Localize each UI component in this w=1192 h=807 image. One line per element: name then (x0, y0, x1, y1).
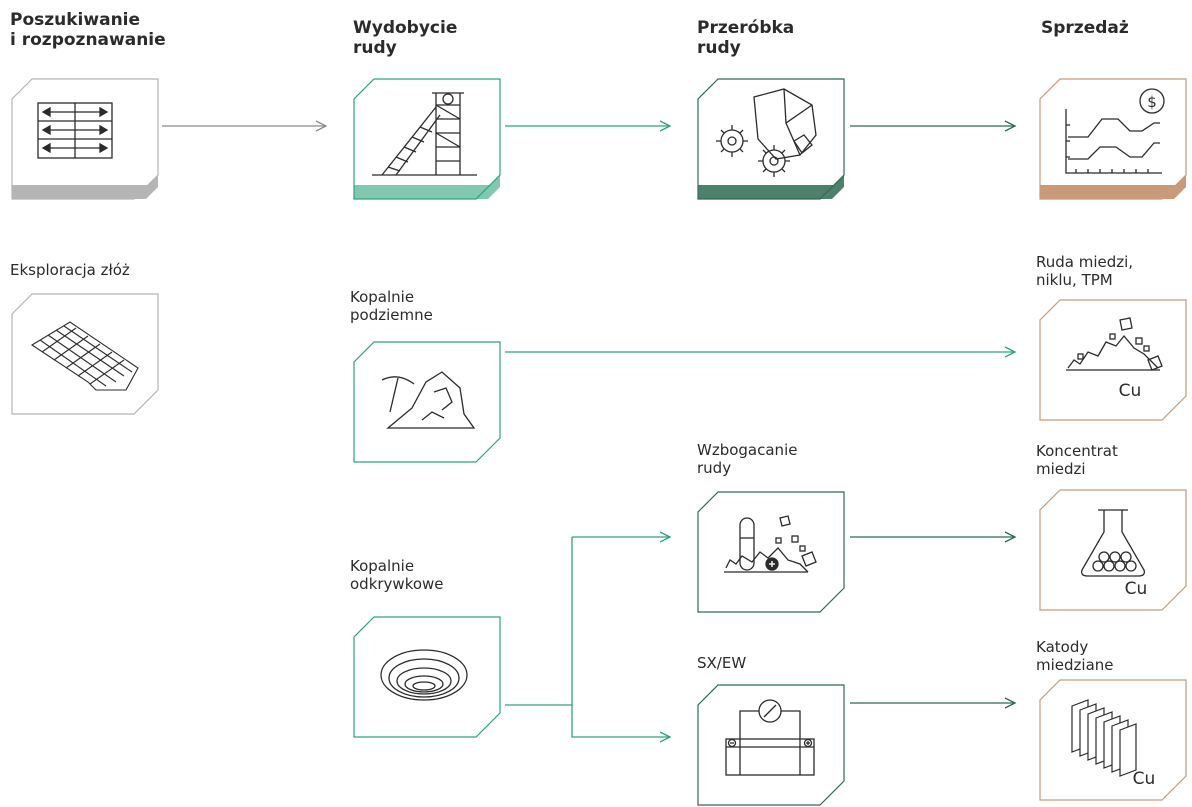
label-open-pit-mines: Kopalnie odkrywkowe (350, 557, 444, 593)
card-mining (352, 75, 502, 201)
card-mining-base (354, 175, 500, 199)
deposit-grid-icon (30, 321, 139, 391)
card-processing-base (698, 175, 844, 199)
label-sxew: SX/EW (697, 654, 747, 672)
card-copper-concentrate: Cu (1038, 486, 1188, 612)
dollar-icon (1139, 88, 1165, 114)
card-deposit-exploration (10, 290, 160, 416)
label-ore-beneficiation: Wzbogacanie rudy (697, 441, 798, 477)
card-sales: $ (1038, 75, 1188, 201)
card-exploration (10, 75, 160, 201)
electrolysis-icon (725, 699, 815, 776)
card-exploration-base (12, 175, 158, 199)
survey-grid-icon (37, 102, 113, 159)
label-underground-mines: Kopalnie podziemne (350, 288, 433, 324)
pickaxe-rock-icon (381, 371, 476, 429)
card-sales-base (1040, 175, 1186, 199)
beneficiation-icon (724, 515, 817, 573)
card-processing (696, 75, 846, 201)
card-open-pit-mines (352, 613, 502, 739)
header-processing: Przeróbka rudy (697, 18, 795, 58)
market-chart-icon (1065, 109, 1162, 174)
arrow-openpit-split (505, 537, 573, 706)
card-copper-cathodes: Cu (1038, 676, 1188, 802)
card-ore-products: Cu (1038, 296, 1188, 422)
headframe-icon (372, 92, 477, 176)
currency-symbol: $ (1147, 93, 1157, 111)
label-copper-concentrate: Koncentrat miedzi (1036, 442, 1118, 478)
crusher-gears-icon (716, 88, 817, 177)
label-deposit-exploration: Eksploracja złóż (10, 261, 130, 279)
open-pit-icon (380, 649, 468, 701)
card-underground-mines (352, 338, 502, 464)
concentrate-symbol: Cu (1125, 579, 1148, 599)
cathode-plates-icon (1071, 699, 1137, 777)
ore-symbol: Cu (1119, 381, 1142, 401)
label-copper-cathodes: Katody miedziane (1036, 638, 1114, 674)
cathode-symbol: Cu (1133, 769, 1156, 789)
header-sales: Sprzedaż (1041, 18, 1129, 38)
flask-icon (1080, 509, 1146, 577)
arrow-openpit-to-sxew (571, 705, 670, 737)
ore-pile-icon (1066, 317, 1163, 371)
card-sxew (696, 681, 846, 807)
header-mining: Wydobycie rudy (353, 18, 458, 58)
header-exploration: Poszukiwanie i rozpoznawanie (10, 10, 166, 50)
card-ore-beneficiation (696, 488, 846, 614)
label-ore-products: Ruda miedzi, niklu, TPM (1036, 253, 1134, 289)
